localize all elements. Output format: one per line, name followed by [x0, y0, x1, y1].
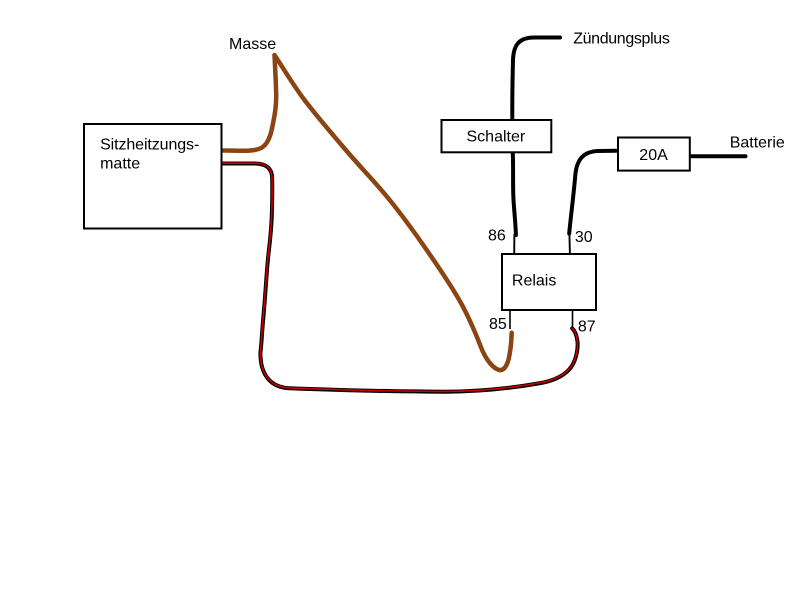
svg-text:Sitzheitzungs-: Sitzheitzungs- — [100, 137, 199, 154]
svg-text:86: 86 — [488, 228, 506, 245]
svg-text:Masse: Masse — [229, 36, 276, 53]
svg-text:Batterie: Batterie — [730, 134, 785, 151]
svg-text:Schalter: Schalter — [467, 128, 526, 145]
svg-text:87: 87 — [578, 319, 596, 336]
svg-text:30: 30 — [575, 229, 593, 246]
svg-text:85: 85 — [489, 316, 507, 333]
svg-text:matte: matte — [100, 155, 140, 172]
svg-text:Zündungsplus: Zündungsplus — [573, 31, 670, 48]
svg-text:Relais: Relais — [512, 272, 556, 289]
svg-text:20A: 20A — [639, 147, 668, 164]
